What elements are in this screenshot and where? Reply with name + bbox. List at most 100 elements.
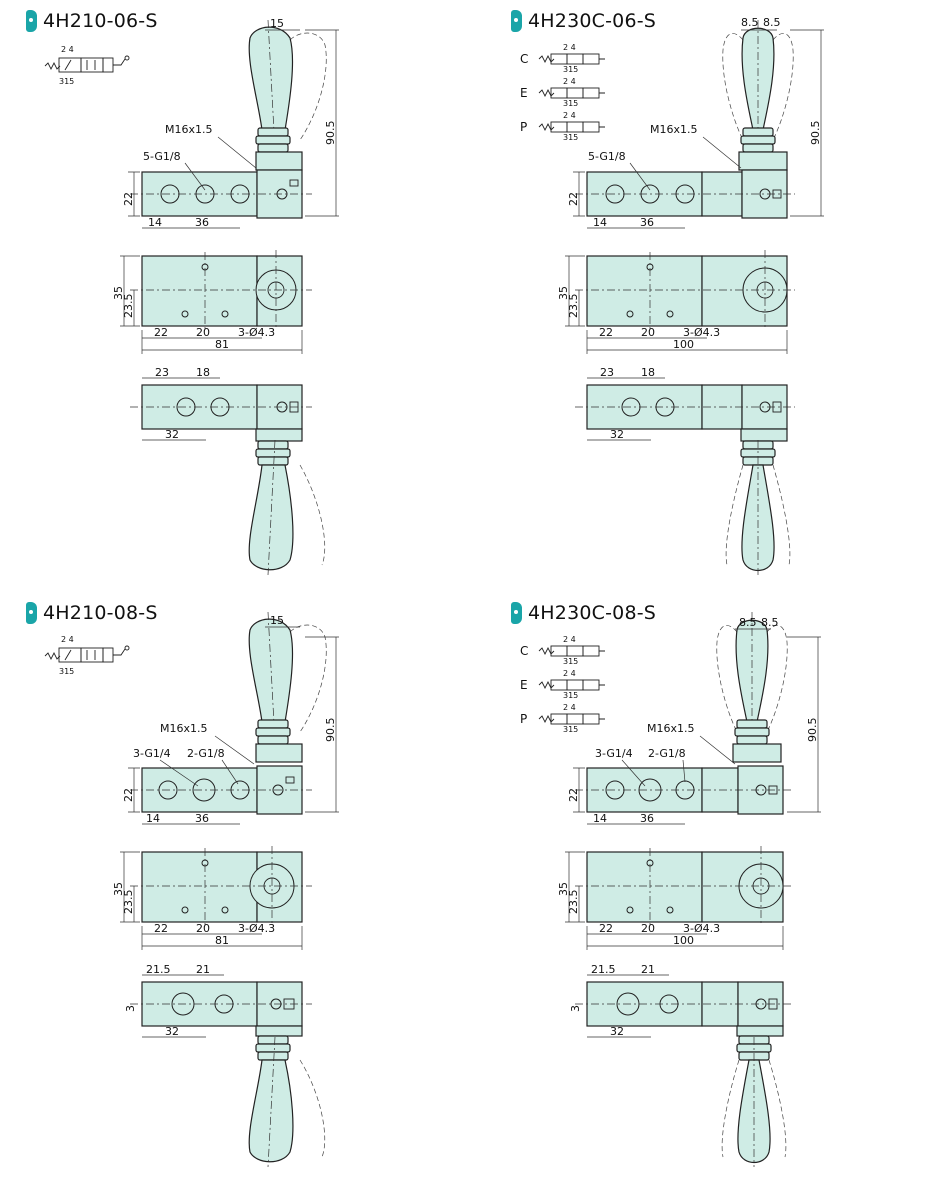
label-ports-2: 2-G1/8 (648, 747, 686, 760)
valve-top-view: 35 23.5 22 20 3-Ø4.3 81 (112, 846, 312, 950)
valve-symbol-c: C 2 4 315 (520, 635, 605, 666)
label-mount-holes: 3-Ø4.3 (683, 326, 720, 339)
dim-36: 36 (640, 216, 654, 229)
dim-22: 22 (599, 326, 613, 339)
dim-overall-height: 90.5 (324, 718, 337, 743)
dim-22: 22 (599, 922, 613, 935)
dim-20: 20 (641, 326, 655, 339)
dim-total-length: 81 (215, 338, 229, 351)
dim-overall-height: 90.5 (806, 718, 819, 743)
lever-handle-top: 8.5 8.5 (716, 612, 788, 763)
valve-side-view: 22 14 36 90.5 M16x1.5 5-G1/8 (122, 29, 339, 229)
dim-14: 14 (593, 216, 607, 229)
dim-36: 36 (640, 812, 654, 825)
valve-bottom-view: 21.5 21 32 3 (569, 963, 793, 1167)
svg-text:315: 315 (59, 667, 74, 676)
svg-text:C: C (520, 644, 528, 658)
svg-text:2 4: 2 4 (563, 669, 576, 678)
label-thread: M16x1.5 (160, 722, 208, 735)
dim-width-35: 35 (112, 882, 125, 896)
dim-lever-offset: 15 (270, 614, 284, 627)
bullet-icon (26, 10, 37, 32)
label-thread: M16x1.5 (647, 722, 695, 735)
dim-14: 14 (593, 812, 607, 825)
svg-text:315: 315 (563, 133, 578, 142)
svg-text:2 4: 2 4 (563, 635, 576, 644)
valve-top-view: 35 23.5 22 20 3-Ø4.3 81 (112, 250, 312, 354)
dim-width-23-5: 23.5 (122, 890, 135, 915)
svg-text:2 4: 2 4 (563, 43, 576, 52)
dim-width-35: 35 (557, 286, 570, 300)
lever-handle-top: 8.5 8.5 (722, 16, 794, 171)
svg-text:2 4: 2 4 (563, 111, 576, 120)
dim-36: 36 (195, 812, 209, 825)
dim-overall-height: 90.5 (324, 121, 337, 146)
svg-text:315: 315 (563, 65, 578, 74)
dim-b3: 32 (610, 1025, 624, 1038)
dim-lever-offset: 15 (270, 17, 284, 30)
dim-22: 22 (154, 326, 168, 339)
label-mount-holes: 3-Ø4.3 (238, 326, 275, 339)
technical-drawing: C 2 4 315 E 2 4 315 P 2 4 315 (520, 612, 821, 1167)
symbol-port-bottom: 315 (59, 77, 74, 86)
dim-total-length: 81 (215, 934, 229, 947)
drawing-4h230c-08-s: 4H230C-08-S C 2 4 315 E 2 4 315 P 2 4 31… (475, 592, 950, 1184)
dim-14: 14 (146, 812, 160, 825)
bullet-icon (26, 602, 37, 624)
bullet-icon (511, 10, 522, 32)
label-ports: 3-G1/4 (595, 747, 633, 760)
svg-text:315: 315 (563, 99, 578, 108)
dim-b2: 18 (641, 366, 655, 379)
dim-b1: 23 (600, 366, 614, 379)
dim-b2: 21 (641, 963, 655, 976)
label-thread: M16x1.5 (650, 123, 698, 136)
dim-lever-offset-b: 8.5 (761, 616, 779, 629)
dim-b3: 32 (165, 1025, 179, 1038)
bullet-icon (511, 602, 522, 624)
valve-symbol-p: P 2 4 315 (520, 111, 605, 142)
valve-side-view: 22 14 36 90.5 M16x1.5 3-G1/4 2-G1/8 (567, 636, 821, 825)
svg-text:315: 315 (563, 691, 578, 700)
valve-top-view: 35 23.5 22 20 3-Ø4.3 100 (557, 846, 793, 950)
svg-text:2 4: 2 4 (61, 635, 74, 644)
dim-b4: 3 (124, 1005, 137, 1012)
valve-symbol-e: E 2 4 315 (520, 77, 605, 108)
dim-20: 20 (641, 922, 655, 935)
valve-symbol-c: C 2 4 315 (520, 43, 605, 74)
model-heading: 4H210-06-S (26, 10, 158, 32)
valve-bottom-view: 23 18 32 (575, 366, 795, 575)
svg-text:315: 315 (563, 657, 578, 666)
dim-b2: 18 (196, 366, 210, 379)
lever-handle-top: 15 (248, 611, 327, 763)
dim-width-23-5: 23.5 (567, 294, 580, 319)
model-title: 4H230C-08-S (528, 602, 657, 624)
dim-body-height: 22 (122, 788, 135, 802)
model-heading: 4H210-08-S (26, 602, 158, 624)
symbol-letter: C (520, 52, 528, 66)
drawing-4h210-06-s: 4H210-06-S 2 4 315 15 (0, 0, 475, 592)
dim-14: 14 (148, 216, 162, 229)
label-mount-holes: 3-Ø4.3 (238, 922, 275, 935)
dim-b1: 21.5 (591, 963, 616, 976)
valve-symbol-e: E 2 4 315 (520, 669, 605, 700)
dim-lever-offset-b: 8.5 (763, 16, 781, 29)
dim-overall-height: 90.5 (809, 121, 822, 146)
symbol-port-top: 2 4 (61, 45, 74, 54)
dim-body-height: 22 (567, 788, 580, 802)
label-mount-holes: 3-Ø4.3 (683, 922, 720, 935)
technical-drawing: 2 4 315 15 2 (44, 611, 339, 1168)
model-heading: 4H230C-06-S (511, 10, 656, 32)
model-title: 4H210-08-S (43, 602, 158, 624)
dim-width-35: 35 (112, 286, 125, 300)
label-ports-2: 2-G1/8 (187, 747, 225, 760)
label-thread: M16x1.5 (165, 123, 213, 136)
dim-body-height: 22 (567, 192, 580, 206)
symbol-letter: P (520, 120, 527, 134)
dim-b3: 32 (610, 428, 624, 441)
valve-side-view: 22 14 36 90.5 M16x1.5 5-G1/8 (567, 29, 824, 229)
dim-body-height: 22 (122, 192, 135, 206)
dim-width-23-5: 23.5 (567, 890, 580, 915)
dim-b2: 21 (196, 963, 210, 976)
dim-b4: 3 (569, 1005, 582, 1012)
dim-width-35: 35 (557, 882, 570, 896)
